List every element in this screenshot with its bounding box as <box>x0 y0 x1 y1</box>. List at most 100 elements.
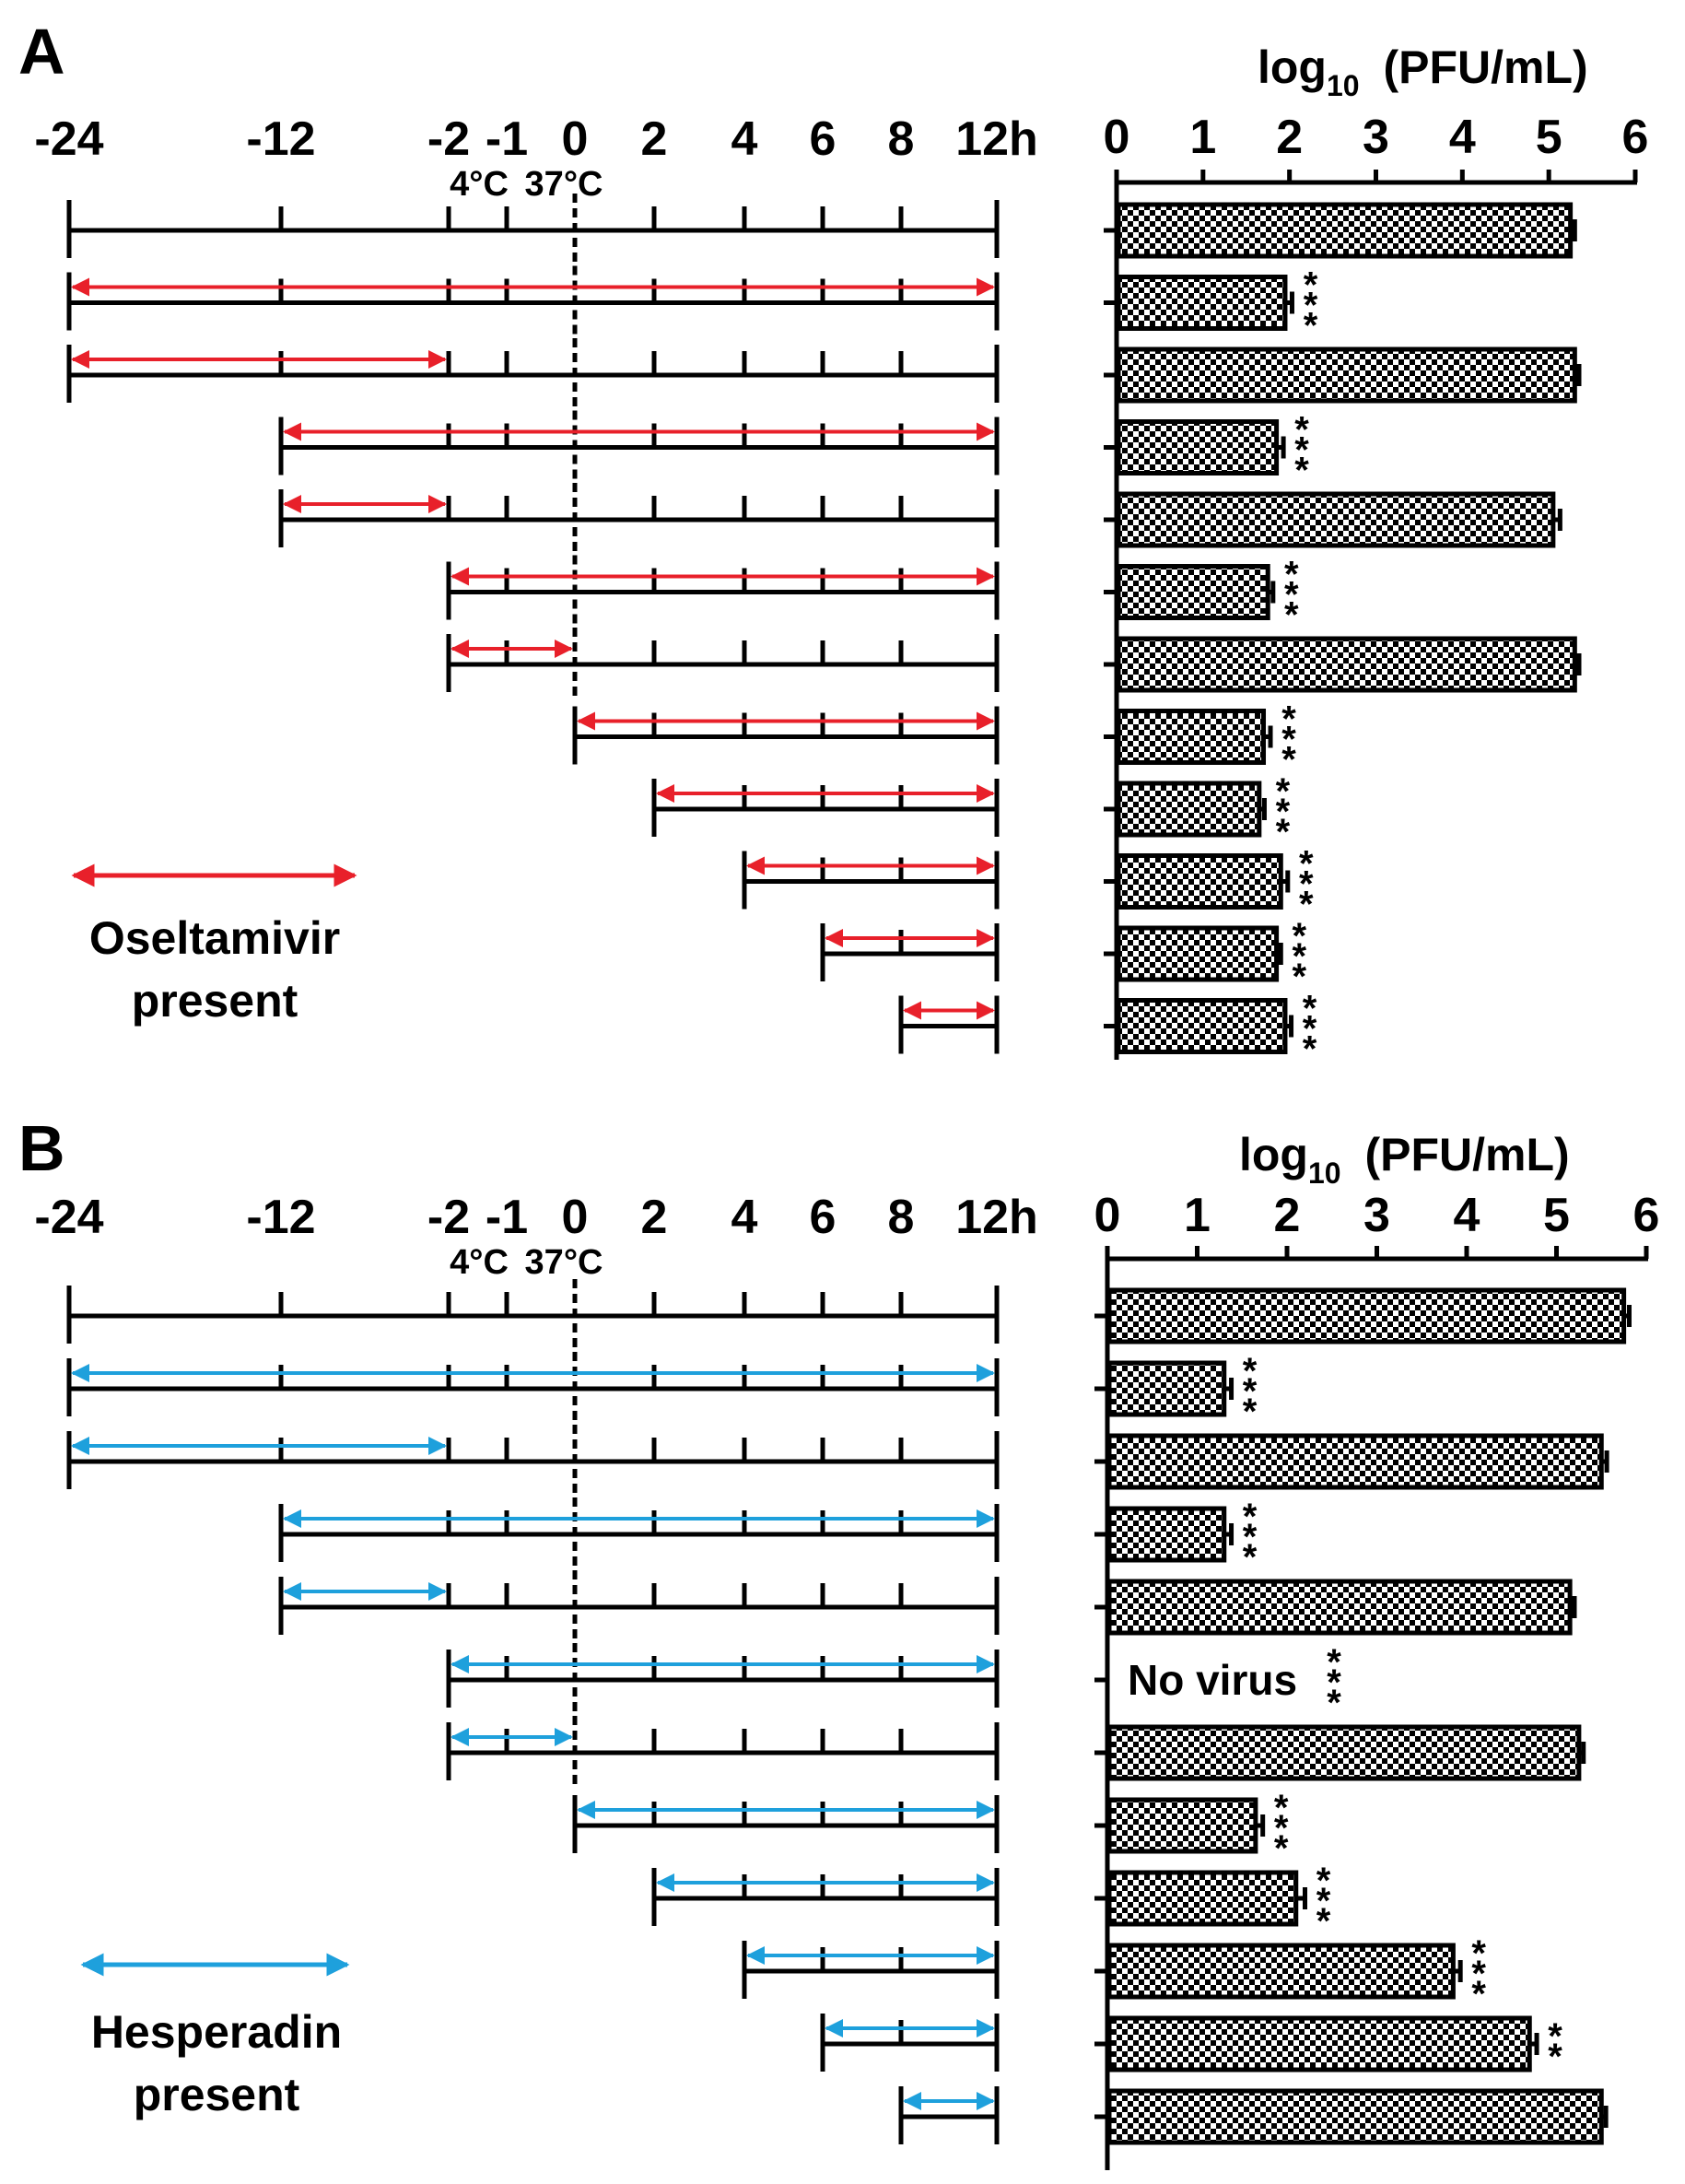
significance-star: * <box>1304 306 1318 346</box>
time-tick-label: 8 <box>888 112 915 166</box>
x-tick-label: 2 <box>1276 111 1303 164</box>
x-tick-label: 3 <box>1363 111 1389 164</box>
bar <box>1106 1360 1227 1417</box>
x-tick-label: 5 <box>1543 1189 1570 1242</box>
time-tick-label: 4 <box>731 1191 758 1244</box>
significance-star: * <box>1304 265 1318 306</box>
time-tick-label: -24 <box>34 112 103 166</box>
temp-label-4c: 4°C <box>450 1243 509 1282</box>
x-tick-label: 4 <box>1454 1189 1480 1242</box>
significance-star: * <box>1316 1861 1331 1901</box>
significance-star: * <box>1281 740 1296 781</box>
bar <box>1106 1506 1227 1563</box>
x-tick-label: 1 <box>1189 111 1216 164</box>
bar <box>1106 1287 1627 1344</box>
temp-label-37c: 37°C <box>525 1243 603 1282</box>
significance-star: * <box>1294 451 1309 491</box>
x-axis-label-sub: 10 <box>1327 69 1360 102</box>
bar <box>1116 709 1267 765</box>
bar <box>1106 2088 1604 2145</box>
significance-star: * <box>1276 792 1291 832</box>
time-tick-label: 12h <box>955 112 1038 166</box>
legend-label-drug: Oseltamivir <box>89 912 340 964</box>
panel-label-a: A <box>18 16 65 88</box>
bar <box>1116 491 1556 548</box>
significance-star: * <box>1303 1029 1317 1070</box>
legend-label-drug: Hesperadin <box>91 2006 342 2058</box>
panel-label-b: B <box>18 1112 65 1184</box>
bar <box>1106 1433 1604 1490</box>
time-tick-label: 0 <box>562 1191 589 1244</box>
bar <box>1116 781 1262 838</box>
bar <box>1116 202 1574 259</box>
significance-star: * <box>1243 1391 1258 1432</box>
significance-star: * <box>1274 1828 1289 1869</box>
x-axis-label-log: log <box>1239 1129 1308 1180</box>
significance-star: * <box>1299 844 1314 885</box>
bar <box>1116 636 1577 693</box>
significance-star: * <box>1281 699 1296 740</box>
time-tick-label: 8 <box>888 1191 915 1244</box>
time-tick-label: -2 <box>427 112 470 166</box>
time-tick-label: 6 <box>810 112 837 166</box>
x-axis-label-sub: 10 <box>1308 1157 1341 1190</box>
bar <box>1106 2015 1532 2072</box>
x-tick-label: 0 <box>1104 111 1130 164</box>
time-tick-label: 0 <box>562 112 589 166</box>
x-tick-label: 6 <box>1633 1189 1660 1242</box>
significance-star: * <box>1303 1009 1317 1050</box>
legend-label-present: present <box>134 2069 300 2120</box>
x-axis-label: log10 (PFU/mL) <box>1239 1129 1570 1190</box>
time-tick-label: 12h <box>955 1191 1038 1244</box>
bar <box>1106 1870 1299 1927</box>
bar <box>1116 275 1288 331</box>
temp-label-4c: 4°C <box>450 165 509 204</box>
significance-star: * <box>1327 1642 1341 1683</box>
significance-star: * <box>1294 430 1309 471</box>
significance-star: * <box>1294 410 1309 451</box>
significance-star: * <box>1471 1974 1486 2014</box>
x-axis-label-unit: (PFU/mL) <box>1352 1129 1570 1180</box>
significance-star: * <box>1284 575 1299 616</box>
significance-star: * <box>1243 1371 1258 1412</box>
time-tick-label: 2 <box>641 1191 668 1244</box>
bar-annotation: No virus <box>1128 1656 1297 1704</box>
bar <box>1106 1724 1582 1781</box>
bar <box>1116 346 1577 404</box>
significance-star: * <box>1284 595 1299 636</box>
significance-star: * <box>1243 1497 1258 1537</box>
significance-star: * <box>1292 936 1306 977</box>
significance-star: * <box>1284 555 1299 595</box>
significance-star: * <box>1303 989 1317 1029</box>
bar <box>1106 1579 1573 1636</box>
bar <box>1116 998 1288 1054</box>
x-tick-label: 2 <box>1274 1189 1301 1242</box>
x-axis-label-unit: (PFU/mL) <box>1371 41 1588 93</box>
significance-star: * <box>1243 1351 1258 1391</box>
temp-label-37c: 37°C <box>525 165 603 204</box>
bar <box>1116 419 1280 476</box>
significance-star: * <box>1299 864 1314 905</box>
significance-star: * <box>1548 2037 1562 2077</box>
time-tick-label: -24 <box>34 1191 103 1244</box>
significance-star: * <box>1292 916 1306 957</box>
time-tick-label: -1 <box>486 1191 528 1244</box>
significance-star: * <box>1281 720 1296 760</box>
time-tick-label: -12 <box>246 112 315 166</box>
bar <box>1116 925 1280 982</box>
time-tick-label: 6 <box>810 1191 837 1244</box>
x-tick-label: 1 <box>1184 1189 1211 1242</box>
significance-star: * <box>1327 1683 1341 1723</box>
x-tick-label: 4 <box>1449 111 1476 164</box>
x-tick-label: 6 <box>1622 111 1649 164</box>
x-tick-label: 0 <box>1094 1189 1121 1242</box>
significance-star: * <box>1548 2016 1562 2057</box>
x-tick-label: 3 <box>1363 1189 1390 1242</box>
time-tick-label: 2 <box>641 112 668 166</box>
significance-star: * <box>1316 1901 1331 1942</box>
significance-star: * <box>1316 1881 1331 1921</box>
x-tick-label: 5 <box>1536 111 1562 164</box>
